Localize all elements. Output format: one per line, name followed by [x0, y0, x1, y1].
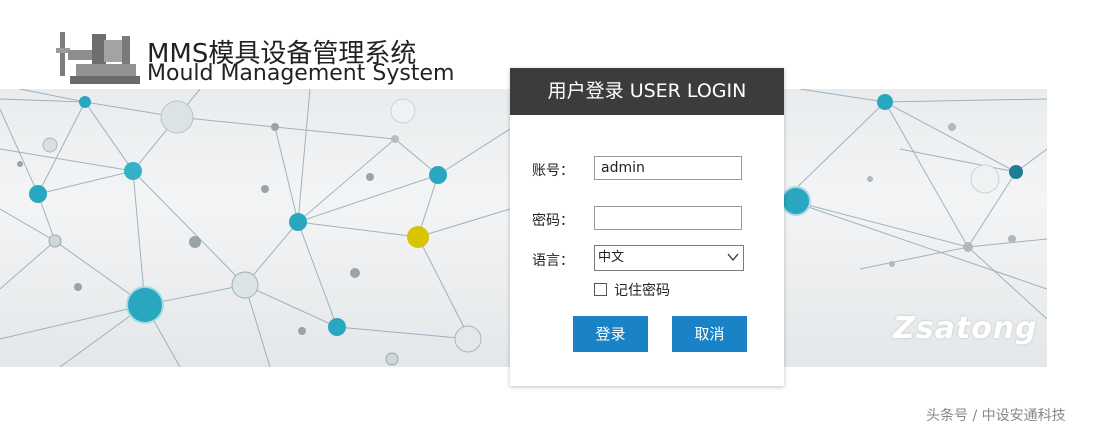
- account-input[interactable]: [594, 156, 742, 180]
- remember-password-option[interactable]: 记住密码: [594, 280, 670, 300]
- chevron-down-icon: [727, 253, 739, 262]
- language-select[interactable]: 中文: [594, 245, 744, 271]
- molecule-network-illustration: [0, 89, 1047, 367]
- language-selected-value: 中文: [598, 250, 625, 265]
- remember-password-checkbox[interactable]: [594, 283, 607, 296]
- remember-password-label: 记住密码: [614, 283, 670, 299]
- brand-logo-text: Zsatong: [893, 311, 1038, 346]
- header: MMS模具设备管理系统 Mould Management System: [0, 0, 1098, 90]
- password-label: 密码：: [532, 213, 574, 229]
- language-label: 语言：: [532, 253, 574, 269]
- login-heading: 用户登录 USER LOGIN: [510, 68, 784, 115]
- account-label: 账号：: [532, 163, 574, 179]
- watermark-text: 头条号 / 中设安通科技: [926, 408, 1066, 424]
- login-button[interactable]: 登录: [573, 316, 648, 352]
- vise-icon: [56, 32, 140, 84]
- login-panel: 用户登录 USER LOGIN 账号： 密码： 语言： 中文 记住密码 登录 取…: [510, 68, 784, 386]
- password-input[interactable]: [594, 206, 742, 230]
- cancel-button[interactable]: 取消: [672, 316, 747, 352]
- app-title-en: Mould Management System: [147, 61, 455, 86]
- app-title-cn: MMS模具设备管理系统: [147, 39, 417, 69]
